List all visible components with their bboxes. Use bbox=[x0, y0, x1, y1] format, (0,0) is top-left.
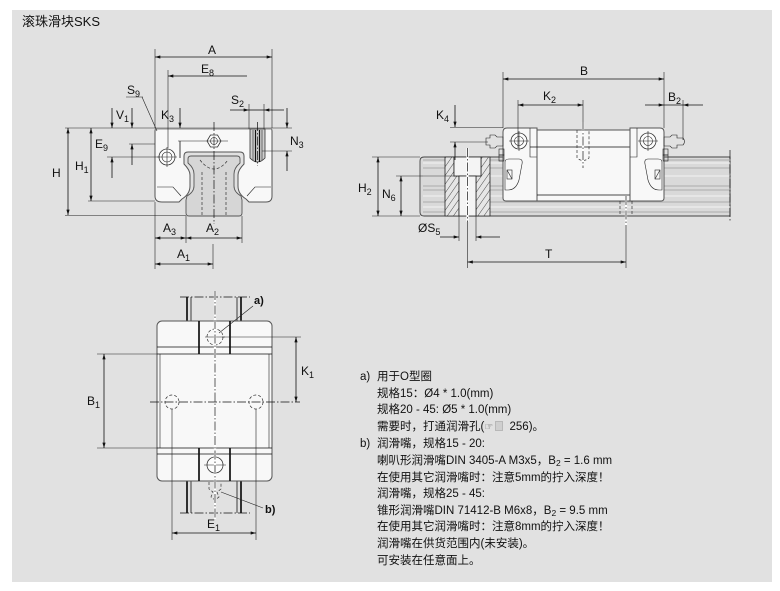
note-text: 在使用其它润滑嘴时：注意5mm的拧入深度！ bbox=[377, 471, 610, 484]
reference-text: 需要时，打通润滑孔( bbox=[377, 420, 485, 433]
note-value: = 1.6 mm bbox=[560, 454, 613, 467]
note-subscript: 2 bbox=[551, 507, 557, 518]
note-text: 可安装在任意面上。 bbox=[377, 554, 481, 567]
end-cap-left bbox=[502, 127, 538, 202]
dim-label-N3: N3 bbox=[290, 134, 304, 150]
note-a: a) 用于O型圈 规格15：Ø4 * 1.0(mm) 规格20 - 45: Ø5… bbox=[360, 369, 612, 436]
end-cap-right bbox=[629, 127, 665, 202]
side-view: B K2 B2 K4 H2 N6 ØS5 T bbox=[358, 64, 731, 268]
front-view: A E8 S9 V1 K3 S2 N3 E9 H1 H A3 A2 A1 bbox=[52, 43, 304, 269]
dim-label-K1: K1 bbox=[301, 364, 314, 380]
dim-label-S5: ØS5 bbox=[418, 221, 440, 237]
callout-a: a) bbox=[254, 295, 264, 307]
dim-label-A3: A3 bbox=[163, 221, 176, 237]
dim-label-S9: S9 bbox=[127, 83, 140, 99]
notes: a) 用于O型圈 规格15：Ø4 * 1.0(mm) 规格20 - 45: Ø5… bbox=[360, 369, 612, 569]
dim-label-T: T bbox=[545, 247, 553, 261]
dim-label-E9: E9 bbox=[95, 137, 108, 153]
skirt-line-right bbox=[246, 186, 271, 197]
note-b-line: 可安装在任意面上。 bbox=[360, 553, 612, 570]
note-text: 润滑嘴，规格25 - 45: bbox=[377, 488, 485, 501]
dim-label-H: H bbox=[52, 166, 61, 180]
note-b-line: 在使用其它润滑嘴时：注意5mm的拧入深度！ bbox=[360, 470, 612, 487]
pointing-hand-icon: ☞ bbox=[484, 421, 494, 433]
seal-left bbox=[498, 148, 523, 191]
dim-label-A2: A2 bbox=[206, 221, 219, 237]
lube-nipple-right-icon bbox=[663, 134, 685, 149]
note-text: 润滑嘴，规格15 - 20: bbox=[377, 438, 485, 451]
lube-port-right-icon bbox=[638, 131, 658, 151]
dim-label-B1: B1 bbox=[87, 394, 100, 410]
rail-top bbox=[186, 297, 242, 513]
end-cap-left-inner bbox=[529, 128, 537, 158]
leader-S9 bbox=[141, 96, 158, 132]
dim-label-K2: K2 bbox=[543, 89, 556, 105]
dim-label-A: A bbox=[208, 43, 216, 57]
lube-port-side-icon bbox=[157, 147, 177, 167]
page-title: 滚珠滑块SKS bbox=[22, 14, 101, 29]
reference-page: 256)。 bbox=[506, 420, 545, 433]
top-view: B1 K1 E1 a) b) bbox=[87, 291, 314, 540]
end-cap-right-inner bbox=[630, 128, 638, 158]
note-a-reference-line: 需要时，打通润滑孔(☞ 256)。 bbox=[360, 419, 612, 437]
note-b-line: 润滑嘴，规格15 - 20: bbox=[360, 436, 612, 453]
skirt-line-left bbox=[157, 186, 182, 197]
note-text: 在使用其它润滑嘴时：注意8mm的拧入深度！ bbox=[377, 521, 610, 534]
callout-leader-b bbox=[220, 491, 264, 509]
note-b-line: 在使用其它润滑嘴时：注意8mm的拧入深度！ bbox=[360, 519, 612, 536]
lube-nipple-left-icon bbox=[485, 134, 504, 149]
note-subscript: 2 bbox=[555, 457, 561, 468]
dim-label-A1: A1 bbox=[177, 247, 190, 263]
note-text: 润滑嘴在供货范围内(未安装)。 bbox=[377, 537, 535, 550]
dim-label-N6: N6 bbox=[382, 187, 396, 203]
callout-leader-a bbox=[218, 305, 254, 334]
carriage-block bbox=[154, 127, 273, 203]
note-value: = 9.5 mm bbox=[556, 504, 608, 517]
dim-label-H2: H2 bbox=[358, 181, 372, 197]
hidden-screw-hole bbox=[576, 130, 590, 161]
dim-label-B: B bbox=[580, 64, 588, 78]
dim-label-E1: E1 bbox=[207, 517, 220, 533]
note-a-line: 规格20 - 45: Ø5 * 1.0(mm) bbox=[377, 404, 512, 417]
dim-label-B2: B2 bbox=[668, 90, 681, 106]
note-b-line: 喇叭形润滑嘴DIN 3405-A M3x5，B2 = 1.6 mm bbox=[360, 453, 612, 470]
note-text: 喇叭形润滑嘴DIN 3405-A M3x5，B bbox=[377, 454, 556, 467]
callout-b: b) bbox=[265, 504, 276, 516]
note-b: b) 润滑嘴，规格15 - 20: 喇叭形润滑嘴DIN 3405-A M3x5，… bbox=[360, 436, 612, 569]
note-a-line: 用于O型圈 bbox=[377, 371, 432, 383]
seal-right bbox=[644, 148, 669, 191]
lube-port-left-icon bbox=[509, 131, 529, 151]
note-b-line: 润滑嘴，规格25 - 45: bbox=[360, 486, 612, 503]
note-a-marker: a) bbox=[360, 371, 371, 383]
note-b-marker: b) bbox=[360, 438, 371, 451]
dim-label-E8: E8 bbox=[201, 62, 214, 78]
note-b-line: 锥形润滑嘴DIN 71412-B M6x8，B2 = 9.5 mm bbox=[360, 503, 612, 520]
note-b-line: 润滑嘴在供货范围内(未安装)。 bbox=[360, 536, 612, 553]
document-icon bbox=[495, 420, 504, 431]
note-a-line: 规格15：Ø4 * 1.0(mm) bbox=[377, 387, 494, 400]
dim-label-H1: H1 bbox=[75, 159, 89, 175]
note-text: 锥形润滑嘴DIN 71412-B M6x8，B bbox=[377, 504, 552, 517]
dim-label-K3: K3 bbox=[161, 108, 174, 124]
dim-label-V1: V1 bbox=[116, 108, 129, 124]
dim-label-S2: S2 bbox=[231, 93, 244, 109]
dim-label-K4: K4 bbox=[436, 108, 449, 124]
